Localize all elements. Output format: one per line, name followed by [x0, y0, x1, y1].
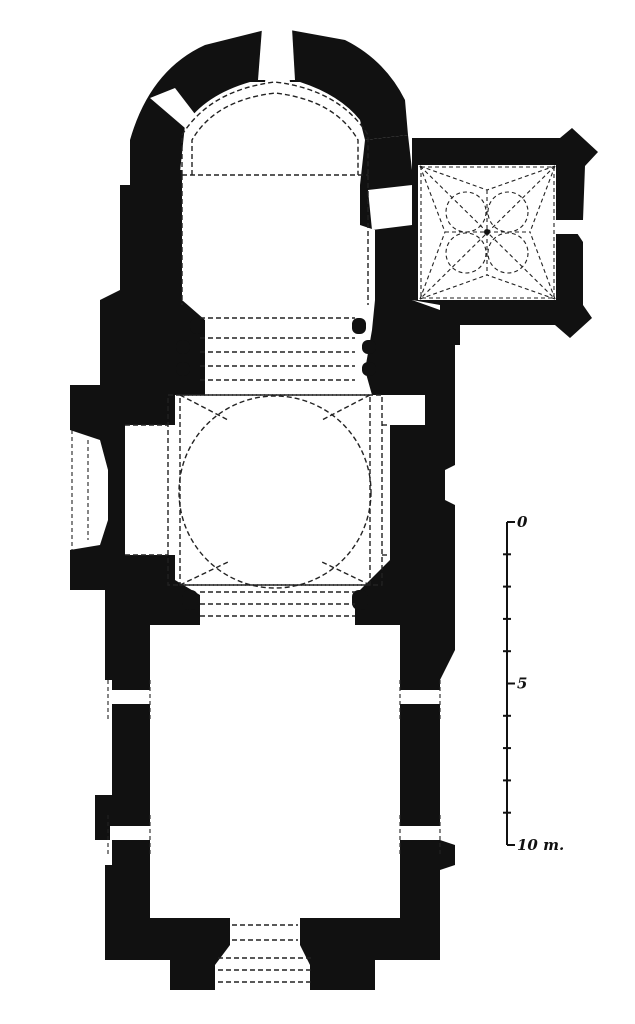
vault-boss — [484, 229, 490, 235]
apse-vault-lines — [181, 81, 369, 305]
nave-arch-lines — [200, 591, 355, 617]
scale-label: 0 — [517, 513, 528, 531]
rib-vault — [419, 165, 556, 300]
apse-walls — [130, 28, 408, 200]
scale-label: 10 m. — [517, 836, 564, 854]
main-walls — [70, 135, 455, 990]
dome-crossing — [125, 394, 390, 589]
triumphal-arch-lines — [176, 317, 376, 610]
window-splays — [71, 430, 441, 855]
entrance-steps — [218, 924, 312, 983]
scale-bar: 0 5 10 m. — [503, 513, 564, 854]
west-wall — [70, 170, 230, 990]
dome-outline — [178, 395, 372, 589]
side-chapel — [395, 128, 598, 345]
scale-label: 5 — [517, 675, 527, 693]
apse-wall — [130, 30, 408, 200]
wall-openings — [70, 185, 440, 990]
east-wall — [300, 135, 455, 990]
